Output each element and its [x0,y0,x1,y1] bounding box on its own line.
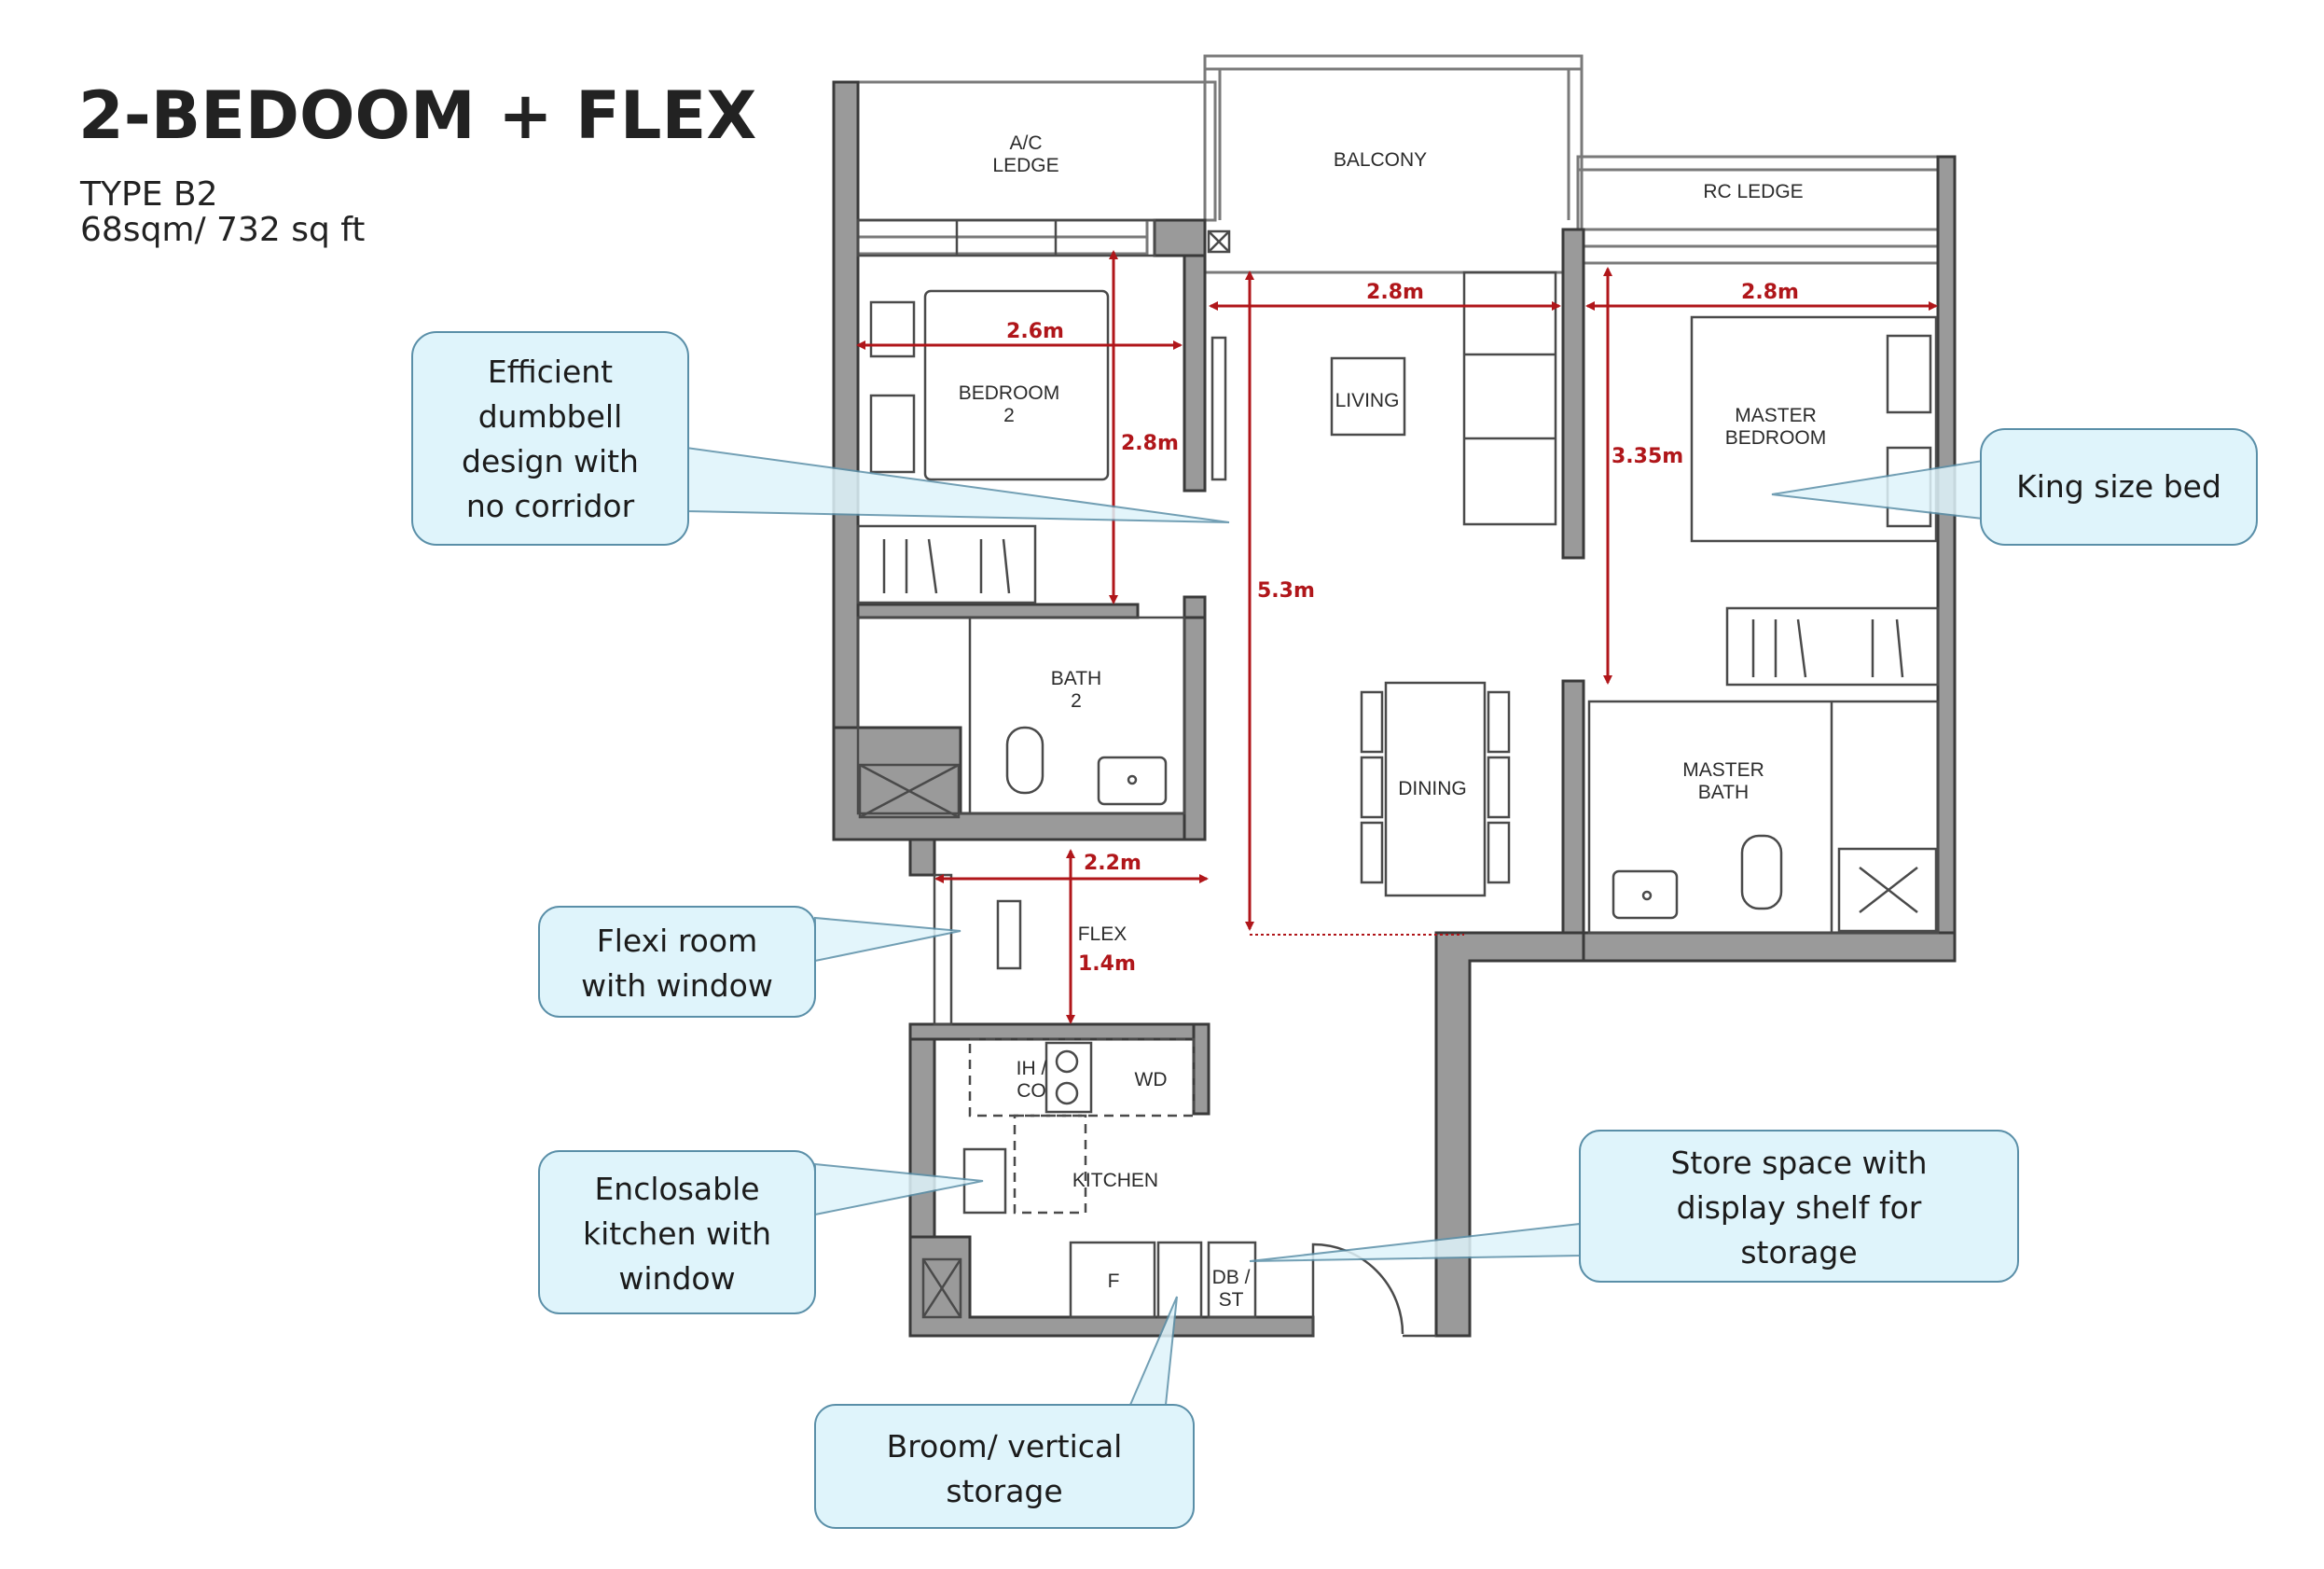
unit-area: 68sqm/ 732 sq ft [80,211,365,249]
rc-ledge-label: RC LEDGE [1703,181,1803,202]
master-bedroom-label-1: MASTER [1735,405,1817,426]
dim-flex-depth: 1.4m [1078,952,1136,976]
callout-flexi-room: Flexi room with window [538,906,816,1018]
callout-store-line-3: storage [1740,1234,1857,1270]
master-bath-label-1: MASTER [1682,759,1764,781]
master-bedroom-label-2: BEDROOM [1725,427,1827,449]
ac-ledge-label-2: LEDGE [992,155,1058,176]
master-bath-label-2: BATH [1698,782,1749,803]
bedroom2-label-1: BEDROOM [959,382,1060,404]
callout-dumbbell-line-4: no corridor [466,488,635,524]
bedroom2-label-2: 2 [1003,405,1015,426]
db-st-label-2: ST [1219,1289,1244,1311]
callout-king-bed: King size bed [1980,428,2258,546]
callout-kitchen-line-2: kitchen with [583,1215,771,1252]
flex-label: FLEX [1078,923,1127,945]
callout-store-line-2: display shelf for [1677,1189,1922,1226]
dim-living-width: 2.8m [1366,281,1424,304]
callout-king-bed-line-1: King size bed [2016,468,2221,505]
callout-kitchen-line-3: window [618,1260,735,1297]
page-title: 2-BEDOOM + FLEX [78,77,756,154]
dim-bedroom2-depth: 2.8m [1121,432,1179,455]
ac-ledge-label-1: A/C [1009,132,1042,154]
dimension-lines [856,250,1938,1024]
callout-broom: Broom/ vertical storage [814,1404,1195,1529]
db-st-label-1: DB / [1212,1267,1251,1288]
living-label: LIVING [1335,390,1400,411]
bath2-label-1: BATH [1051,668,1101,689]
bath2-label-2: 2 [1071,690,1082,712]
dim-master-width: 2.8m [1741,281,1799,304]
callout-flexi-line-2: with window [581,967,773,1004]
unit-type: TYPE B2 [79,175,217,214]
dim-flex-width: 2.2m [1084,852,1141,875]
dim-living-depth: 5.3m [1257,579,1315,603]
ih-co-label-2: CO [1017,1080,1046,1102]
kitchen-label: KITCHEN [1072,1170,1158,1191]
callout-store-line-1: Store space with [1670,1145,1927,1181]
dim-master-depth: 3.35m [1612,445,1683,468]
pointer-dumbbell [685,446,1230,523]
callout-kitchen-line-1: Enclosable [594,1171,759,1207]
callout-dumbbell-line-1: Efficient [488,354,613,390]
callout-dumbbell-line-2: dumbbell [478,398,623,435]
callout-broom-line-1: Broom/ vertical [887,1428,1123,1465]
pointer-flexi [814,916,961,963]
callout-pointers [685,446,1984,1406]
dining-label: DINING [1398,778,1467,799]
callout-broom-line-2: storage [946,1473,1062,1509]
callout-dumbbell-line-3: design with [462,443,639,479]
callout-dumbbell: Efficient dumbbell design with no corrid… [411,331,689,546]
pointer-king-bed [1771,459,1984,521]
dim-bedroom2-width: 2.6m [1006,320,1064,343]
fridge-label: F [1108,1270,1120,1292]
callout-kitchen: Enclosable kitchen with window [538,1150,816,1314]
callout-store: Store space with display shelf for stora… [1579,1130,2019,1283]
interior-lines [856,218,1940,1338]
ih-co-label-1: IH / [1017,1058,1047,1079]
wd-label: WD [1135,1069,1168,1090]
callout-flexi-line-1: Flexi room [597,923,757,959]
balcony-label: BALCONY [1334,149,1427,171]
pointer-kitchen [814,1162,984,1216]
pointer-store [1249,1222,1581,1262]
